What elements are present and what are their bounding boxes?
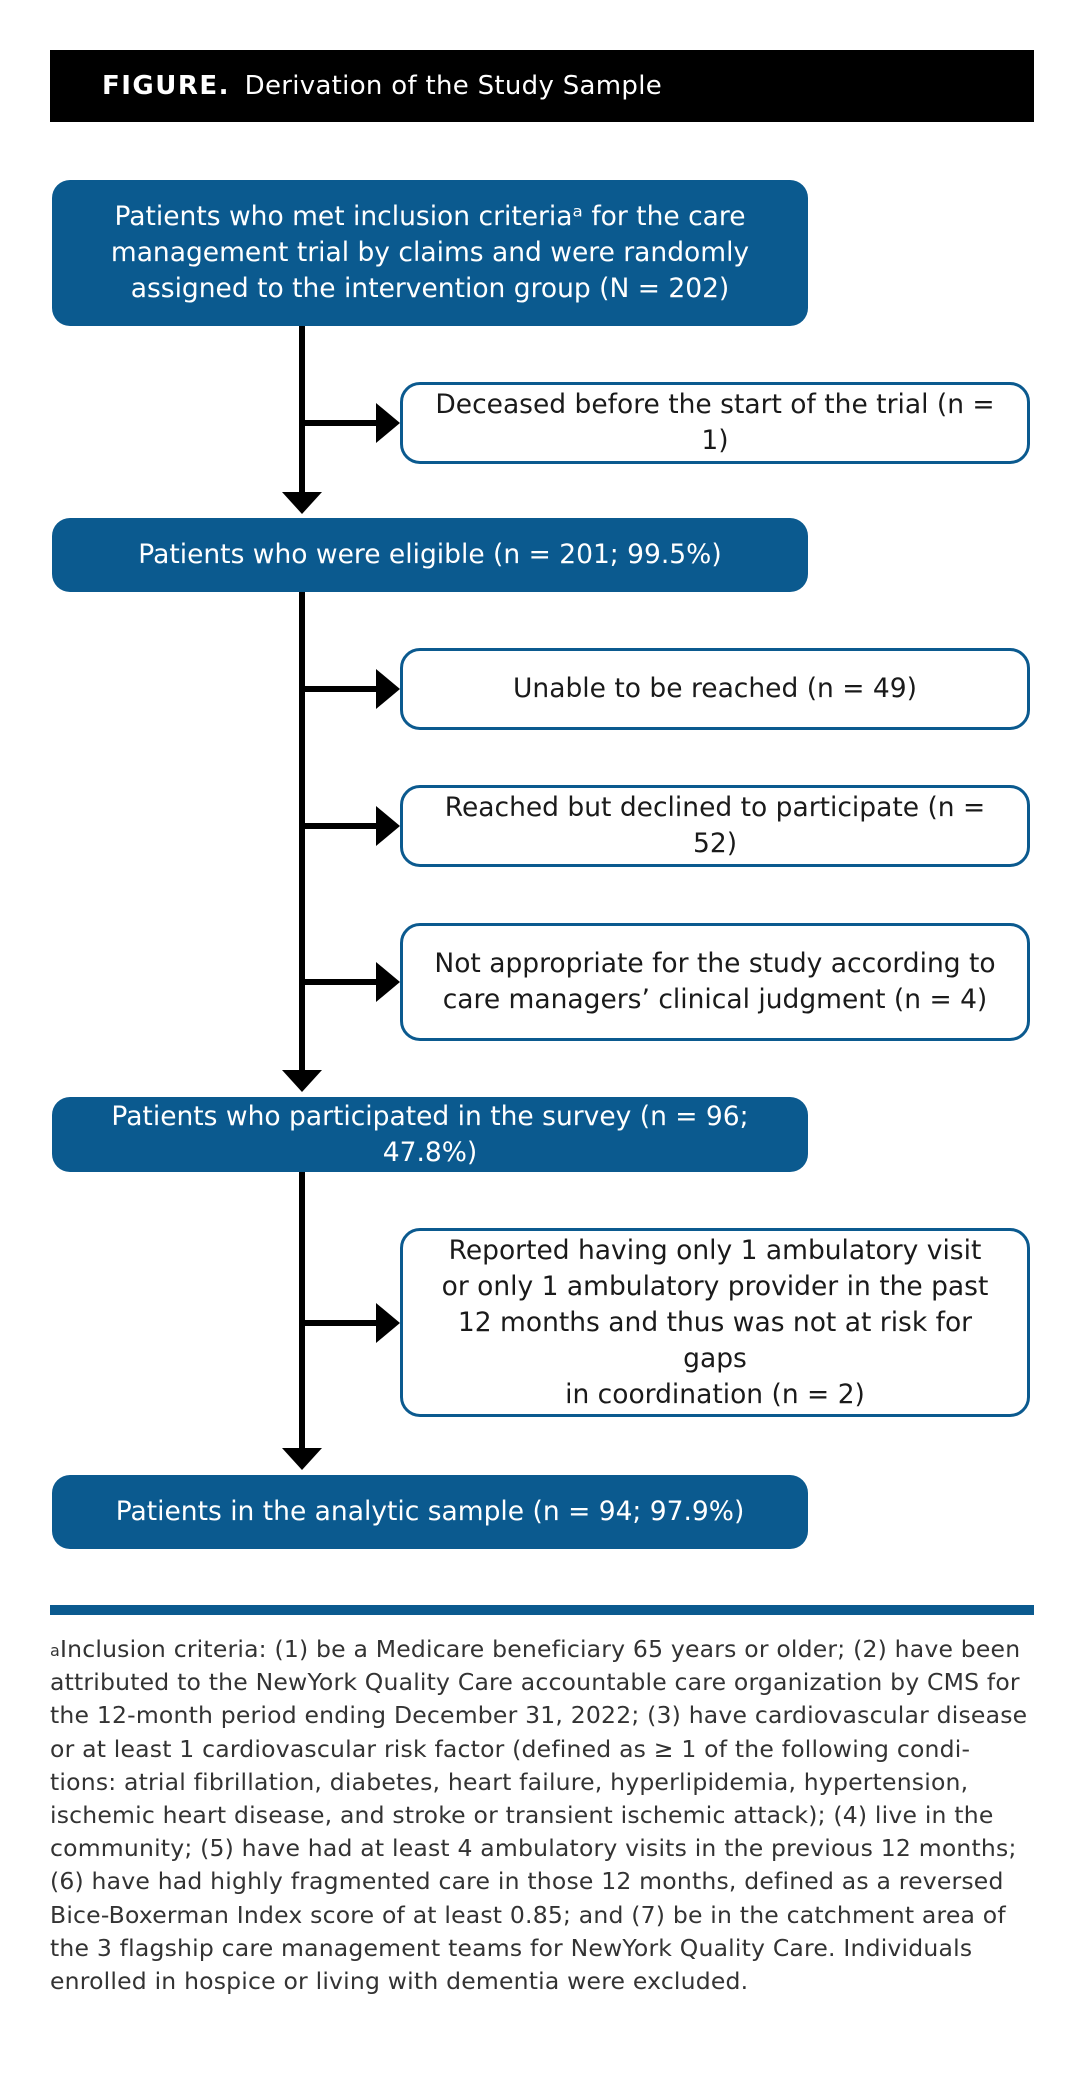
- footnote-text: Inclusion criteria: (1) be a Medicare be…: [50, 1635, 1028, 1996]
- arrowhead-down-1: [282, 492, 322, 514]
- exclusion-declined: Reached but declined to participate (n =…: [400, 785, 1030, 867]
- arrowhead-right-single-visit: [376, 1303, 400, 1343]
- figure-title: Derivation of the Study Sample: [244, 71, 663, 101]
- figure-title-line: FIGURE. Derivation of the Study Sample: [102, 71, 662, 101]
- exclusion-not-appropriate: Not appropriate for the study according …: [400, 923, 1030, 1041]
- flow-connectors: [282, 326, 400, 1470]
- figure-header: FIGURE. Derivation of the Study Sample: [50, 50, 1034, 122]
- arrowhead-down-2: [282, 1070, 322, 1092]
- node-analytic: Patients in the analytic sample (n = 94;…: [52, 1475, 808, 1549]
- arrowhead-right-not-appropriate: [376, 962, 400, 1002]
- arrowhead-right-deceased: [376, 403, 400, 443]
- node-randomized: Patients who met inclusion criteriaᵃ for…: [52, 180, 808, 326]
- exclusion-single-visit: Reported having only 1 ambulatory visit …: [400, 1228, 1030, 1417]
- exclusion-unreachable: Unable to be reached (n = 49): [400, 648, 1030, 730]
- footnote-divider: [50, 1605, 1034, 1615]
- arrowhead-right-unreachable: [376, 669, 400, 709]
- arrowhead-down-3: [282, 1448, 322, 1470]
- exclusion-deceased: Deceased before the start of the trial (…: [400, 382, 1030, 464]
- arrowhead-right-declined: [376, 806, 400, 846]
- figure-label: FIGURE.: [102, 71, 231, 101]
- footnote-marker: a: [50, 1641, 61, 1660]
- footnote: aInclusion criteria: (1) be a Medicare b…: [50, 1633, 1040, 1998]
- node-participated: Patients who participated in the survey …: [52, 1097, 808, 1172]
- node-eligible: Patients who were eligible (n = 201; 99.…: [52, 518, 808, 592]
